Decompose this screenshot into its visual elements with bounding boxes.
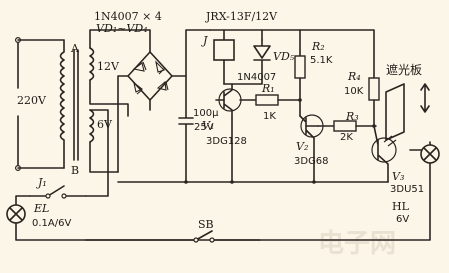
bridge-rectifier <box>89 29 211 173</box>
mains-input <box>15 36 65 172</box>
r2-val-label: 5.1K <box>310 55 333 66</box>
transistor-v1 <box>215 83 242 183</box>
diodes-part-label: 1N4007 × 4 <box>94 10 162 23</box>
sb-label: SB <box>198 218 214 231</box>
tap-a-label: A <box>70 42 80 55</box>
v1-part-label: 3DG128 <box>206 136 247 147</box>
watermark: 电子网 <box>318 229 396 259</box>
relay-coil-label: J <box>201 34 208 47</box>
mains-label: 220V <box>17 94 47 107</box>
vd5-ref-label: VD₅ <box>273 50 295 63</box>
v3-part-label: 3DU51 <box>390 184 424 195</box>
r4-val-label: 10K <box>344 86 364 97</box>
shade-plate <box>385 83 430 141</box>
el-val-label: 0.1A/6V <box>32 218 71 229</box>
el-ref-label: EL <box>33 202 49 215</box>
r1-val-label: 1K <box>263 111 276 122</box>
cap-voltage: 25V <box>194 122 214 133</box>
flyback-diode-vd5 <box>223 39 271 85</box>
tap-b-label: B <box>71 164 79 177</box>
lamp-el <box>6 204 87 241</box>
vd5-part-label: 1N4007 <box>237 72 276 83</box>
v2-part-label: 3DG68 <box>294 156 329 167</box>
relay-label: JRX-13F/12V <box>205 10 278 23</box>
diodes-ref-label: VD₁~VD₄ <box>96 22 148 35</box>
resistor-r1 <box>239 94 301 106</box>
sec-6v-label: 6V <box>97 118 113 131</box>
hl-val-label: 6V <box>396 214 409 225</box>
shade-label: 遮光板 <box>386 62 422 77</box>
r1-ref-label: R₁ <box>261 82 275 95</box>
v2-ref-label: V₂ <box>296 140 308 153</box>
sec-12v-label: 12V <box>97 60 120 73</box>
hl-ref-label: HL <box>392 200 410 213</box>
switch-sb <box>85 230 261 243</box>
switch-j1 <box>15 185 87 207</box>
r2-ref-label: R₂ <box>311 40 325 53</box>
lamp-hl <box>85 141 440 241</box>
filter-capacitor: 100μ 25V <box>178 75 219 183</box>
r4-ref-label: R₄ <box>347 70 361 83</box>
v3-ref-label: V₃ <box>392 170 404 183</box>
r3-val-label: 2K <box>340 132 353 143</box>
transformer <box>59 39 95 169</box>
cap-value: 100μ <box>193 108 219 119</box>
ground-rail <box>117 180 389 184</box>
j1-label: J₁ <box>36 176 47 189</box>
v1-ref-label: V₁ <box>202 119 214 132</box>
low-voltage-output <box>85 109 119 197</box>
resistor-r4 <box>299 29 380 128</box>
r3-ref-label: R₃ <box>345 110 359 123</box>
